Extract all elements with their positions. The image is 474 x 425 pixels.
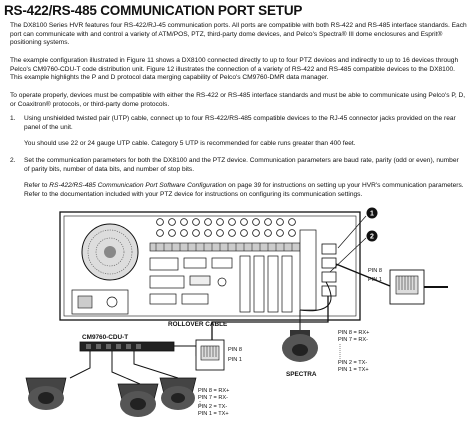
step-1-note: You should use 22 or 24 gauge UTP cable.… xyxy=(24,140,356,147)
bottom-pin-legend: PIN 8 = RX+ PIN 7 = RX- PIN 2 = TX- PIN … xyxy=(198,388,229,417)
page-title: RS-422/RS-485 COMMUNICATION PORT SETUP xyxy=(4,3,303,18)
step-2-number: 2. xyxy=(10,157,16,164)
step-1-text: Using unshielded twisted pair (UTP) cabl… xyxy=(24,115,456,131)
svg-text:PIN 7 = RX-: PIN 7 = RX- xyxy=(198,395,228,401)
callout-2: 2 xyxy=(329,230,378,273)
right-pin-legend: PIN 8 = RX+ PIN 7 = RX- PIN 2 = TX- PIN … xyxy=(338,330,369,373)
cdu-unit: CM9760-CDU-T xyxy=(79,334,197,356)
dome-camera-middle xyxy=(117,383,159,417)
dvr-rear-panel xyxy=(59,211,361,321)
step-2-reference: Refer to RS-422/RS-485 Communication Por… xyxy=(24,182,464,198)
callout-1: 1 xyxy=(337,207,378,249)
svg-text:PIN 8: PIN 8 xyxy=(368,268,382,274)
step-2-text: Set the communication parameters for bot… xyxy=(24,157,459,173)
svg-text:2: 2 xyxy=(370,234,374,241)
svg-text:PIN 1 = TX+: PIN 1 = TX+ xyxy=(338,367,369,373)
step-1-number: 1. xyxy=(10,115,16,122)
rollover-cable-label: ROLLOVER CABLE xyxy=(168,321,228,328)
dome-camera-right xyxy=(159,377,197,410)
svg-text:PIN 2 = TX-: PIN 2 = TX- xyxy=(338,360,367,366)
svg-text:CM9760-CDU-T: CM9760-CDU-T xyxy=(82,334,128,341)
svg-text:1: 1 xyxy=(370,211,374,218)
svg-text:PIN 8 = RX+: PIN 8 = RX+ xyxy=(338,330,369,336)
rj45-plug-center: PIN 8 PIN 1 xyxy=(195,339,242,371)
svg-text:SPECTRA: SPECTRA xyxy=(286,371,317,378)
svg-text:PIN 1: PIN 1 xyxy=(228,357,242,363)
svg-text:PIN 1: PIN 1 xyxy=(368,277,382,283)
svg-text:PIN 2 = TX-: PIN 2 = TX- xyxy=(198,404,227,410)
spectra-dome: SPECTRA xyxy=(282,310,318,378)
svg-text:PIN 8: PIN 8 xyxy=(228,347,242,353)
operate-paragraph: To operate properly, devices must be com… xyxy=(10,92,466,108)
svg-text:PIN 8 = RX+: PIN 8 = RX+ xyxy=(198,388,229,394)
intro-paragraph: The DX8100 Series HVR features four RS-4… xyxy=(10,22,467,47)
rj45-plug-detail: PIN 8 PIN 1 xyxy=(335,263,448,305)
example-paragraph: The example configuration illustrated in… xyxy=(10,57,459,82)
dome-camera-left xyxy=(25,377,67,410)
svg-text:PIN 1 = TX+: PIN 1 = TX+ xyxy=(198,411,229,417)
svg-text:PIN 7 = RX-: PIN 7 = RX- xyxy=(338,337,368,343)
